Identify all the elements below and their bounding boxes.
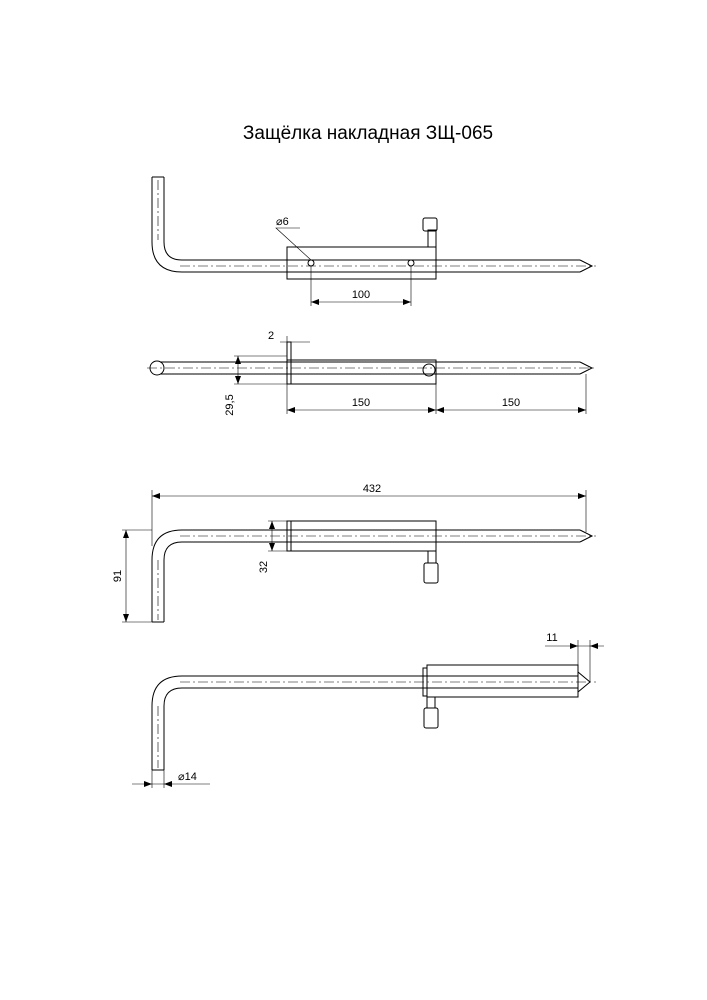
handle-stem: [427, 229, 437, 248]
drawing-title: Защёлка накладная ЗЩ-065: [243, 123, 493, 144]
view-4-side: 11 ⌀14: [132, 632, 604, 788]
rod-diameter-label: ⌀14: [178, 771, 197, 783]
handle-stem: [426, 696, 436, 709]
handle-knob: [423, 707, 439, 729]
bend-height-label: 91: [112, 570, 124, 582]
housing: [286, 359, 437, 385]
mount-plate: [286, 341, 292, 385]
bolt-tip: [579, 259, 594, 273]
bolt-inner-edge: [163, 687, 578, 770]
handle-stem: [427, 550, 437, 564]
housing-height-label: 32: [258, 561, 270, 573]
bolt-inner-edge: [163, 177, 580, 261]
mount-plate: [422, 667, 428, 697]
handle-knob: [423, 562, 439, 584]
bolt-tip: [579, 529, 594, 543]
bolt-travel-label: 150: [502, 397, 520, 409]
housing: [426, 664, 579, 698]
mount-plate: [286, 520, 292, 552]
view-2-front: 2 29,5 150 150: [147, 330, 596, 416]
bolt-outer-edge: [151, 675, 578, 770]
plate-offset-label: 2: [268, 330, 274, 342]
housing: [286, 246, 437, 280]
mount-hole-right: [407, 259, 415, 267]
view-3-side: 432 91 32: [112, 483, 596, 623]
hole-diameter-label: ⌀6: [276, 216, 289, 228]
overall-length-label: 432: [363, 483, 381, 495]
bolt-inner-edge: [163, 541, 580, 622]
view-1-top: ⌀6 100: [151, 176, 596, 306]
housing-height-label: 29,5: [224, 394, 236, 415]
handle-pivot: [422, 363, 436, 377]
hole-spacing-label: 100: [352, 289, 370, 301]
hole-leader: [275, 227, 312, 261]
handle-knob: [422, 217, 438, 232]
housing-length-label: 150: [352, 397, 370, 409]
tip-length-label: 11: [546, 632, 557, 644]
bolt-outer-edge: [151, 177, 580, 273]
bolt-outer-edge: [151, 529, 580, 622]
mount-hole-left: [307, 259, 315, 267]
